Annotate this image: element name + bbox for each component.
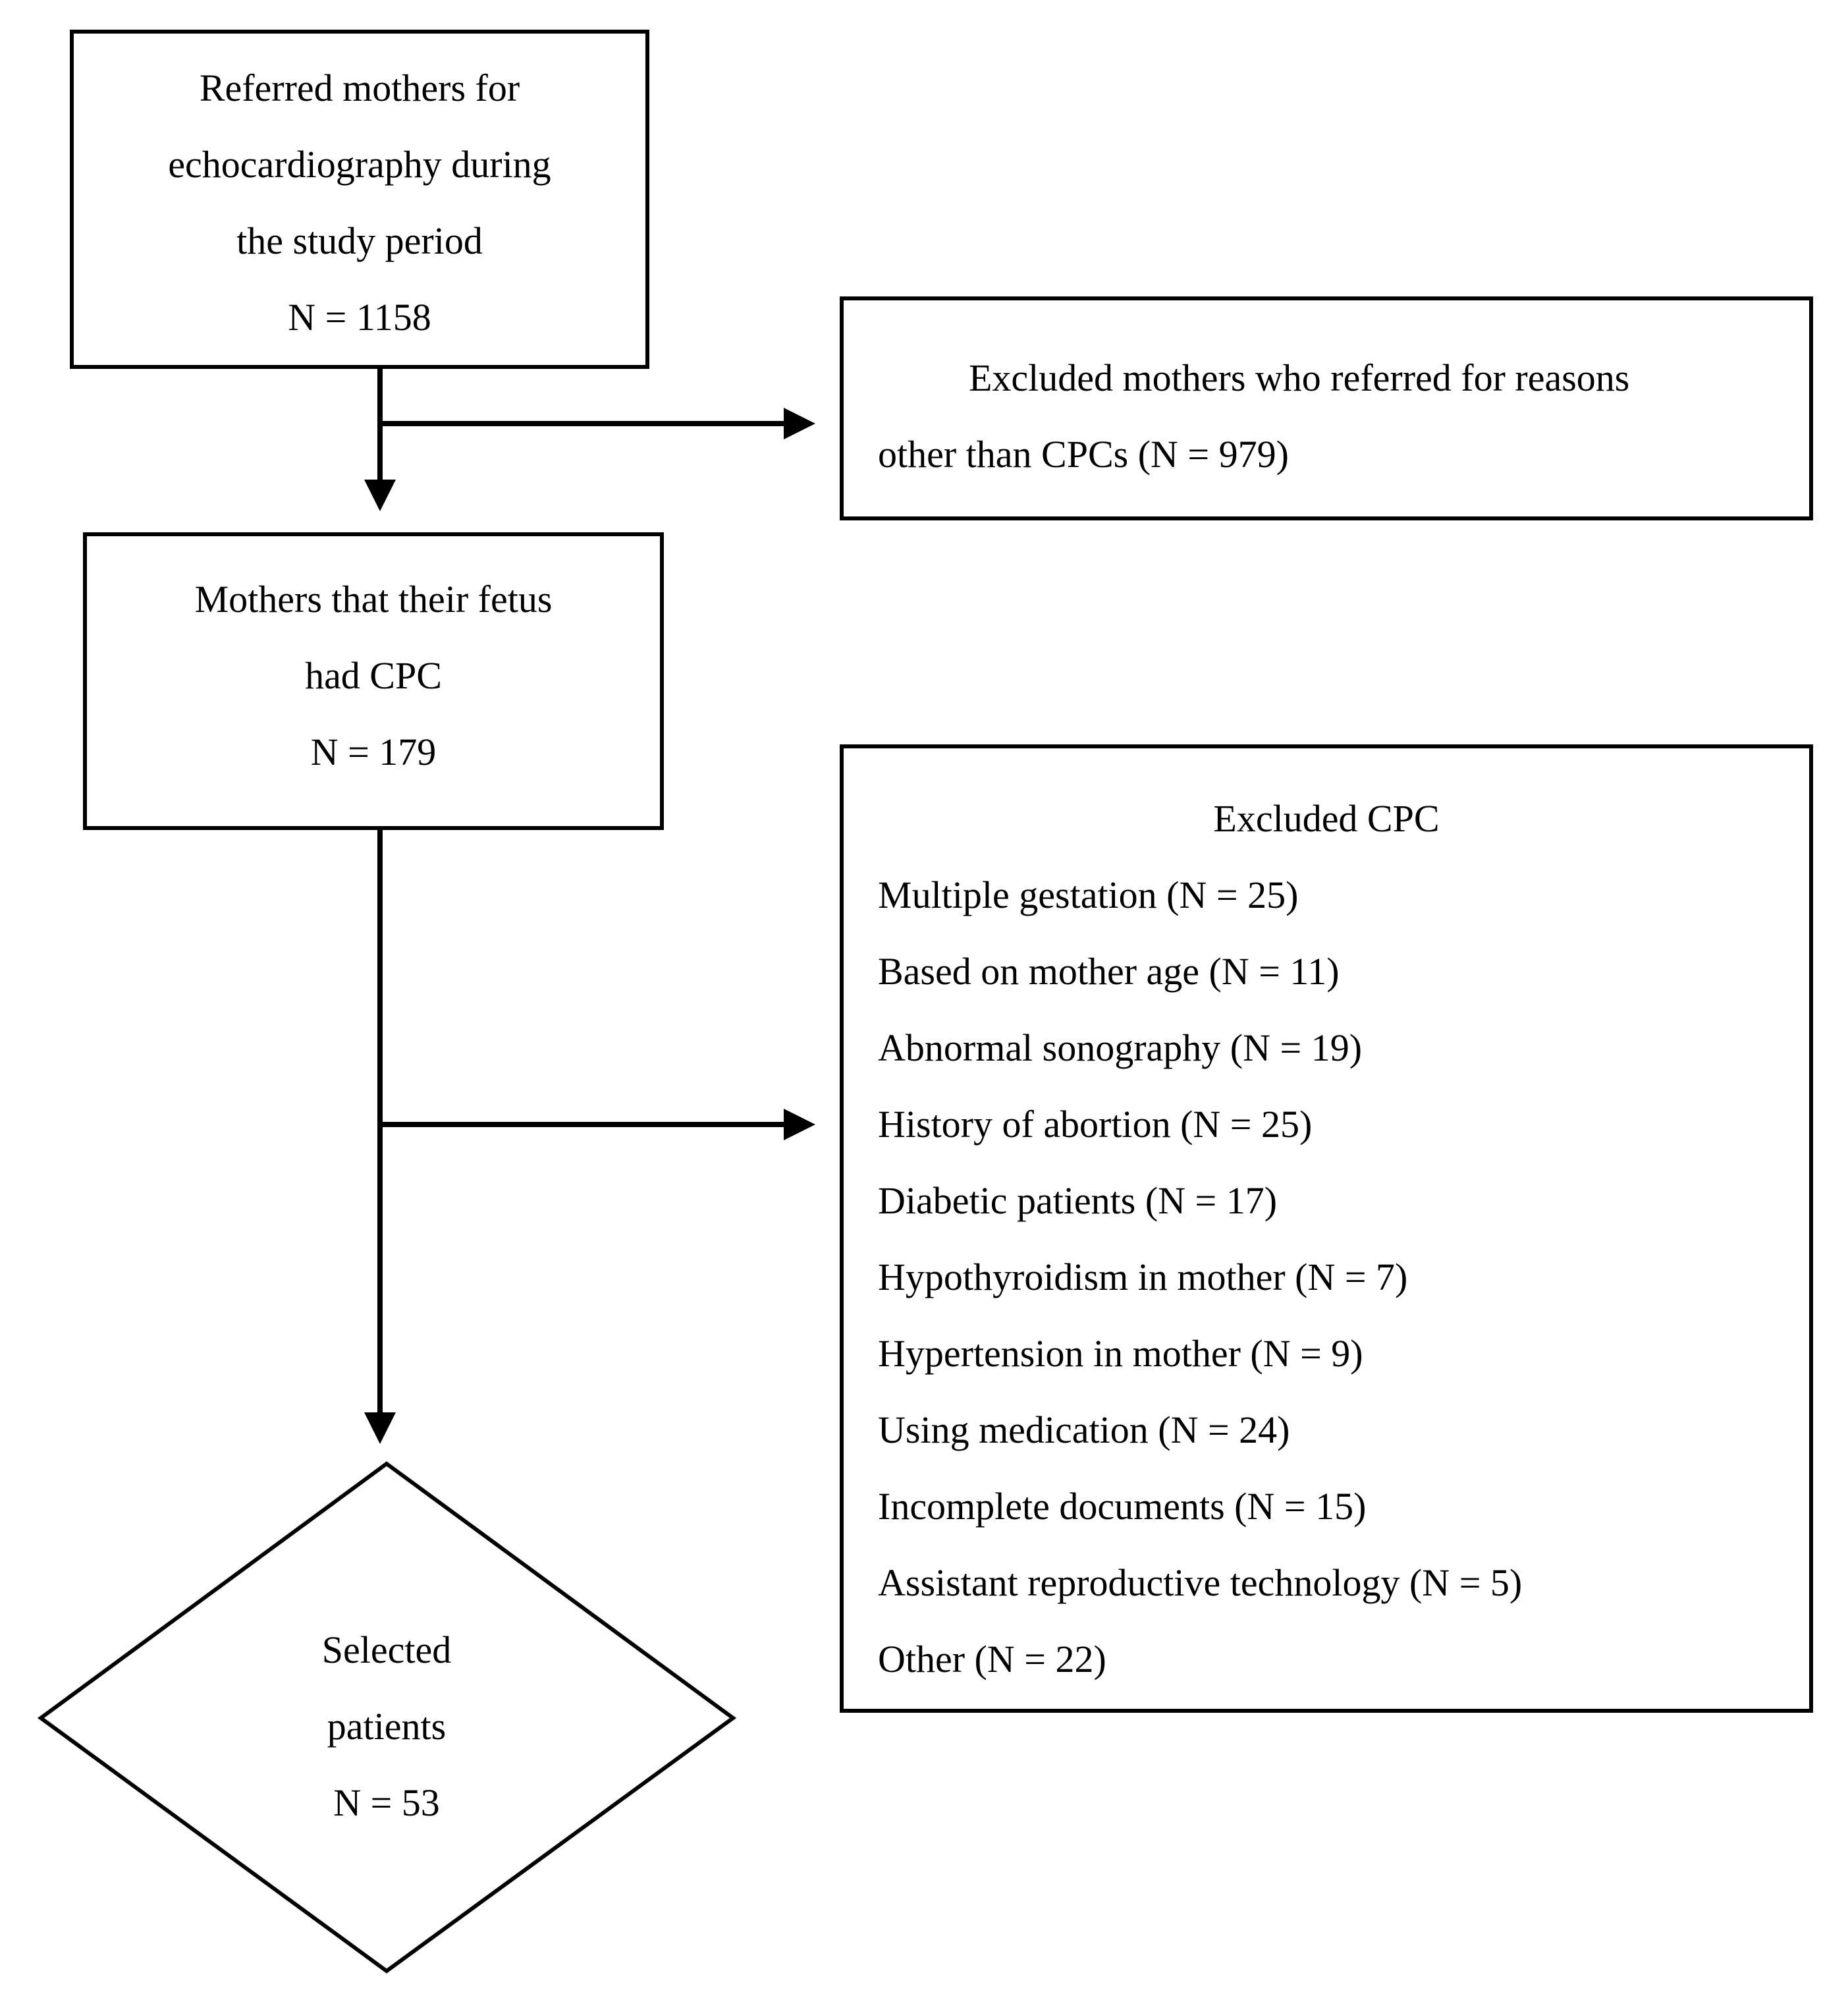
excluded-cpc-item: Using medication (N = 24) bbox=[878, 1408, 1290, 1451]
referred-count: N = 1158 bbox=[288, 296, 431, 339]
selected-count: N = 53 bbox=[333, 1781, 440, 1824]
excluded-cpc-item: Other (N = 22) bbox=[878, 1638, 1106, 1680]
referred-mothers-box: Referred mothers for echocardiography du… bbox=[70, 30, 649, 369]
excluded-cpc-item: Diabetic patients (N = 17) bbox=[878, 1179, 1278, 1222]
excluded-cpc-box: Excluded CPC Multiple gestation (N = 25)… bbox=[840, 744, 1813, 1713]
selected-line-1: Selected bbox=[321, 1628, 452, 1671]
excluded-cpc-item: Assistant reproductive technology (N = 5… bbox=[878, 1561, 1523, 1604]
cpc-line-1: Mothers that their fetus bbox=[194, 578, 553, 621]
cpc-line-2: had CPC bbox=[305, 654, 442, 697]
referred-line-2: echocardiography during bbox=[168, 143, 551, 186]
referred-line-1: Referred mothers for bbox=[199, 67, 520, 109]
referred-line-3: the study period bbox=[236, 219, 483, 262]
excluded-cpc-item: Based on mother age (N = 11) bbox=[878, 950, 1340, 993]
excluded-cpc-item: History of abortion (N = 25) bbox=[878, 1103, 1313, 1146]
excluded-other-line-1: Excluded mothers who referred for reason… bbox=[969, 356, 1630, 399]
selected-patients-label: Selected patients N = 53 bbox=[255, 1612, 518, 1841]
excluded-other-box: Excluded mothers who referred for reason… bbox=[840, 296, 1813, 520]
excluded-cpc-item: Multiple gestation (N = 25) bbox=[878, 874, 1299, 916]
excluded-cpc-title: Excluded CPC bbox=[1213, 797, 1440, 840]
excluded-cpc-item: Hypertension in mother (N = 9) bbox=[878, 1332, 1363, 1375]
selected-patients-diamond bbox=[37, 1461, 737, 1974]
selected-line-2: patients bbox=[327, 1705, 447, 1748]
excluded-other-line-2: other than CPCs (N = 979) bbox=[878, 433, 1289, 476]
excluded-cpc-item: Hypothyroidism in mother (N = 7) bbox=[878, 1256, 1408, 1298]
cpc-mothers-box: Mothers that their fetus had CPC N = 179 bbox=[83, 532, 664, 830]
excluded-cpc-item: Incomplete documents (N = 15) bbox=[878, 1485, 1367, 1528]
cpc-count: N = 179 bbox=[310, 731, 437, 773]
excluded-cpc-item: Abnormal sonography (N = 19) bbox=[878, 1026, 1363, 1069]
